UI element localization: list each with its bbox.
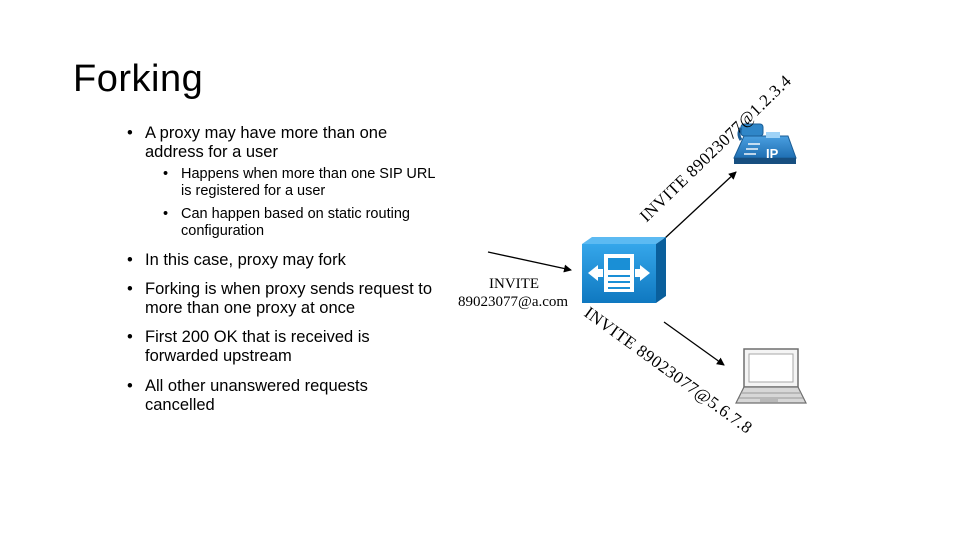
bullet-line: forwarded upstream xyxy=(145,347,292,365)
bullet-line: First 200 OK that is received is xyxy=(145,328,370,346)
ip-phone-icon xyxy=(733,123,797,164)
bullet-line: A proxy may have more than one xyxy=(145,124,388,142)
bullet-line: Forking is when proxy sends request to xyxy=(145,280,433,298)
bullet-multiple-addresses: • A proxy may have more than one address… xyxy=(127,124,387,162)
bullet-dot: • xyxy=(127,328,133,346)
bullet-line: is registered for a user xyxy=(181,183,326,199)
incoming-invite-label: INVITE xyxy=(489,276,539,292)
forked-invite-arrow-laptop xyxy=(663,321,725,366)
proxy-server-icon xyxy=(582,237,666,303)
bullet-line: All other unanswered requests xyxy=(145,377,368,395)
bullet-dot: • xyxy=(127,124,133,142)
bullet-dot: • xyxy=(127,377,133,395)
bullet-line: Happens when more than one SIP URL xyxy=(181,166,436,182)
bullet-first-200-ok: • First 200 OK that is received is forwa… xyxy=(127,328,370,366)
incoming-invite-uri: 89023077@a.com xyxy=(458,294,569,310)
phone-ip-badge: IP xyxy=(766,146,779,161)
laptop-icon xyxy=(735,348,807,404)
bullet-proxy-may-fork: • In this case, proxy may fork xyxy=(127,251,346,270)
slide-title: Forking xyxy=(73,58,204,100)
bullet-requests-cancelled: • All other unanswered requests cancelle… xyxy=(127,377,368,415)
bullet-dot: • xyxy=(127,280,133,298)
bullet-forking-definition: • Forking is when proxy sends request to… xyxy=(127,280,432,318)
bullet-line: configuration xyxy=(181,223,265,239)
bullet-line: Can happen based on static routing xyxy=(181,206,410,222)
bullet-dot: • xyxy=(163,166,169,182)
bullet-dot: • xyxy=(127,251,133,269)
incoming-invite-arrow xyxy=(487,251,572,273)
forked-invite-arrow-phone xyxy=(663,171,737,240)
bullet-line: cancelled xyxy=(145,396,215,414)
bullet-dot: • xyxy=(163,206,169,222)
sub-bullet-multiple-sip-urls: • Happens when more than one SIP URL is … xyxy=(163,166,435,200)
sub-bullet-static-routing: • Can happen based on static routing con… xyxy=(163,206,410,240)
bullet-line: In this case, proxy may fork xyxy=(145,251,346,269)
bullet-line: address for a user xyxy=(145,143,278,161)
bullet-line: more than one proxy at once xyxy=(145,299,356,317)
